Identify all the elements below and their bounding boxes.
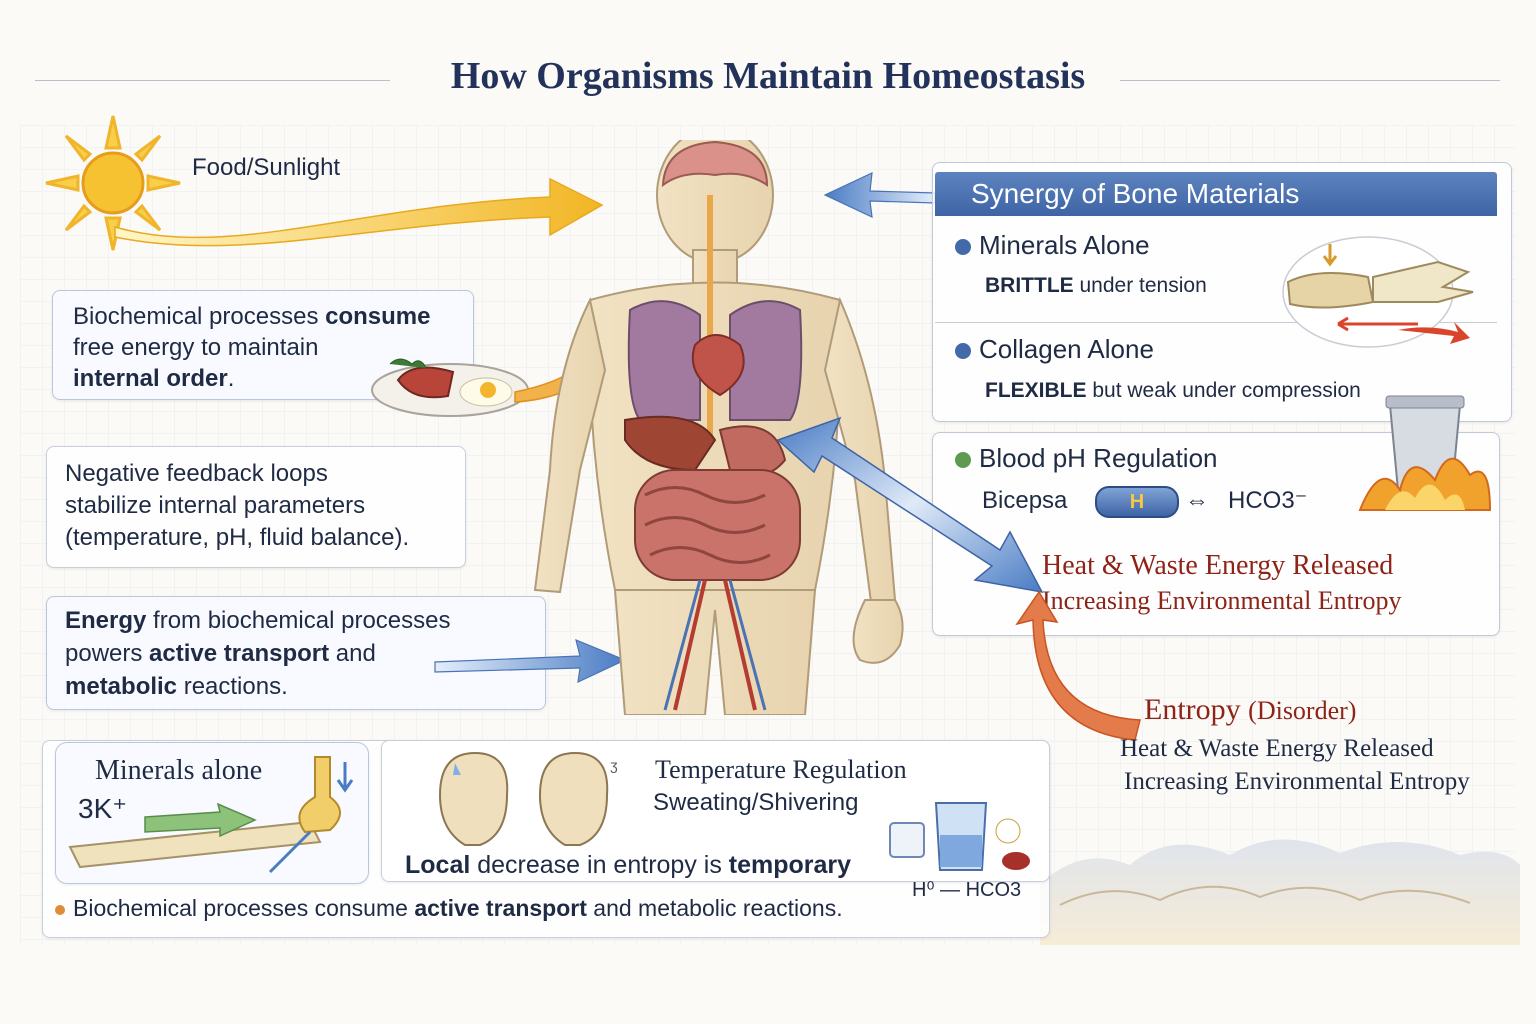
local-word: Local: [405, 851, 471, 879]
collagen-alone-label: Collagen Alone: [979, 334, 1154, 364]
feedback-line-3: (temperature, pH, fluid balance).: [65, 524, 410, 551]
collagen-bullet-icon: [955, 343, 971, 360]
h-ion-label: H: [1129, 491, 1145, 513]
sweating-shivering: Sweating/Shivering: [653, 789, 859, 816]
food-plate-icon: [371, 358, 529, 417]
box1-internal-order: internal order: [73, 365, 228, 392]
box1-text-b: free energy to maintain: [73, 334, 319, 361]
food-sunlight-label: Food/Sunlight: [192, 154, 341, 181]
strip-text-a: Biochemical processes consume: [73, 895, 415, 921]
minerals-alone-label: Minerals Alone: [979, 230, 1150, 260]
ph-eq-right: HCO3⁻: [1228, 487, 1308, 514]
ph-eq-left: Bicepsa: [982, 487, 1068, 514]
svg-text:ʒ: ʒ: [610, 757, 618, 773]
strip-text-b: and metabolic reactions.: [586, 895, 843, 921]
bone-panel-divider: [935, 322, 1497, 323]
box3-active-transport: active transport: [149, 640, 330, 667]
box1-period: .: [227, 365, 235, 392]
box3-powers: powers: [65, 640, 150, 667]
blood-ph-label: Blood pH Regulation: [979, 443, 1218, 473]
minerals-bullet-icon: [955, 239, 971, 256]
transport-arrow: [434, 638, 627, 684]
trash-can-fire-icon: [1358, 395, 1492, 511]
feedback-line-1: Negative feedback loops: [65, 460, 328, 487]
brittle-desc: under tension: [1073, 274, 1207, 297]
clouds-icon: [1040, 839, 1520, 945]
box3-reactions: reactions.: [177, 673, 288, 700]
strip-bullet-icon: [55, 904, 65, 915]
minerals-alone-title: Minerals alone: [95, 755, 263, 786]
strip-active-transport: active transport: [414, 895, 587, 921]
bone-to-body-arrow: [823, 172, 936, 219]
box3-energy: Energy: [65, 607, 147, 634]
page-title: How Organisms Maintain Homeostasis: [450, 55, 1086, 97]
entropy-arrow: [1015, 590, 1141, 741]
temperature-title: Temperature Regulation: [655, 755, 907, 784]
temporary-word: temporary: [728, 851, 852, 879]
energy-transport-box: Energy from biochemical processes powers…: [46, 596, 546, 710]
flexible-word: FLEXIBLE: [985, 379, 1087, 402]
heat-waste-line2: Increasing Environmental Entropy: [1042, 586, 1402, 615]
title-rule-right: [1120, 80, 1500, 81]
entropy-disorder: (Disorder): [1248, 696, 1357, 725]
entropy-note: decrease in entropy is: [470, 851, 729, 879]
bone-arrow-icon: [68, 756, 354, 874]
ph-bullet-icon: [955, 452, 971, 469]
entropy-title: Entropy: [1144, 693, 1241, 726]
h-ion-badge: H: [1095, 486, 1179, 518]
box1-consume: consume: [325, 303, 431, 330]
bone-fracture-icon: [1282, 236, 1474, 348]
entropy-line1: Heat & Waste Energy Released: [1120, 735, 1434, 762]
exchange-arrow-icon: ⇔: [1185, 487, 1209, 514]
box3-and: and: [329, 640, 376, 667]
feedback-line-2: stabilize internal parameters: [65, 492, 366, 519]
energy-input-arrow: [114, 177, 604, 247]
h-hco3-equation: H⁰ — HCO3: [912, 879, 1022, 901]
heat-waste-line1: Heat & Waste Energy Released: [1042, 550, 1394, 581]
k-ion-label: 3K⁺: [78, 793, 128, 824]
human-body-illustration: [533, 140, 904, 715]
brittle-word: BRITTLE: [985, 274, 1074, 297]
head-sweat-icon: ʒ: [438, 751, 618, 846]
entropy-line2: Increasing Environmental Entropy: [1124, 768, 1470, 795]
feedback-loops-box: Negative feedback loops stabilize intern…: [46, 446, 466, 568]
exchange-double-arrow: [776, 416, 1044, 594]
flexible-desc: but weak under compression: [1086, 379, 1361, 402]
box3-line1: from biochemical processes: [146, 607, 451, 634]
beaker-icon: [889, 802, 1030, 871]
bone-panel-header: Synergy of Bone Materials: [935, 172, 1497, 216]
sun-icon: [45, 115, 181, 251]
box1-text-a: Biochemical processes: [73, 303, 326, 330]
box3-metabolic: metabolic: [65, 673, 178, 700]
title-rule-left: [35, 80, 390, 81]
